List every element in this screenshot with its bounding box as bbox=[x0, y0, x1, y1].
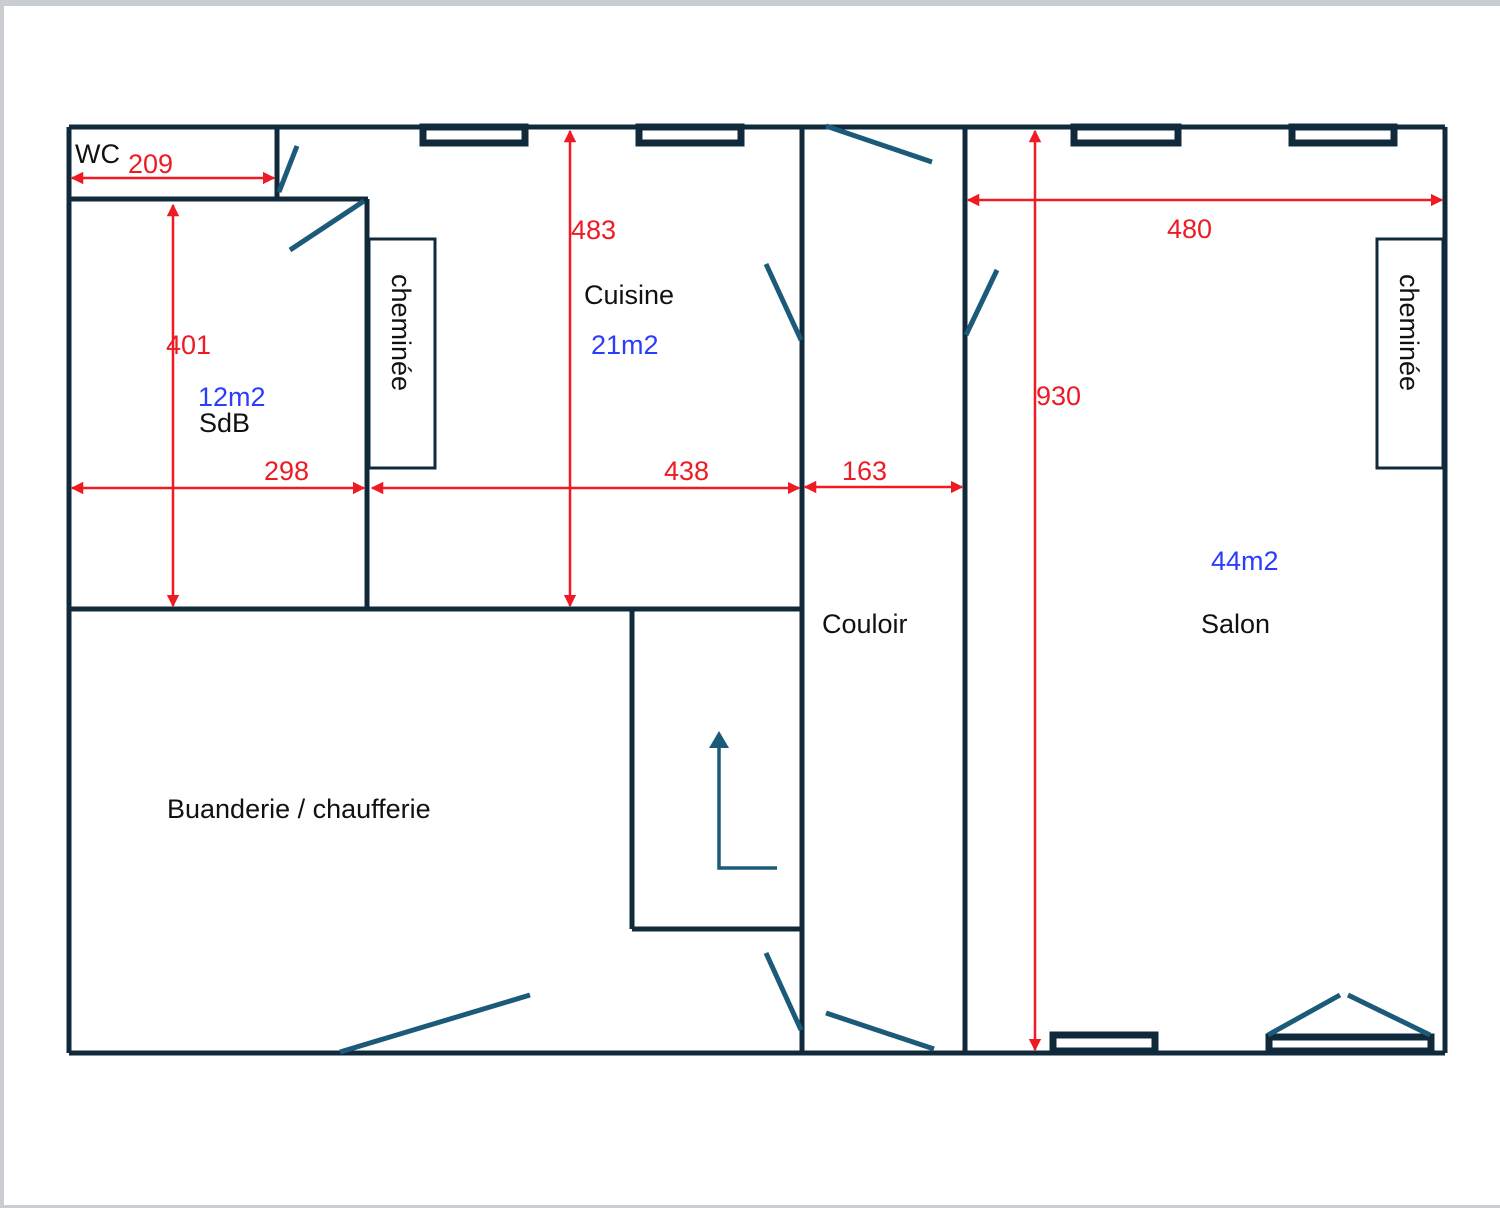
fireplace-cuisine bbox=[367, 237, 437, 470]
dim-label-cuisine-height: 483 bbox=[571, 215, 616, 245]
dim-label-salon-height: 930 bbox=[1036, 381, 1081, 411]
room-area-salon: 44m2 bbox=[1211, 546, 1279, 576]
room-label-sdb: SdB bbox=[199, 408, 250, 438]
door-cuisine-couloir bbox=[763, 262, 804, 342]
door-couloir-bottom bbox=[825, 1010, 935, 1052]
room-label-wc: WC bbox=[75, 139, 120, 169]
window-salon-bottom-1 bbox=[1049, 1031, 1159, 1055]
room-area-cuisine: 21m2 bbox=[591, 330, 659, 360]
room-label-couloir: Couloir bbox=[822, 609, 908, 639]
door-sdb bbox=[288, 198, 366, 253]
dimension-lines bbox=[70, 129, 1444, 1052]
dim-label-sdb-width: 298 bbox=[264, 456, 309, 486]
interior-walls bbox=[69, 127, 968, 1053]
window-salon-bottom-2 bbox=[1265, 1033, 1435, 1055]
room-label-buanderie: Buanderie / chaufferie bbox=[167, 794, 431, 824]
door-couloir-top bbox=[825, 123, 933, 165]
dim-label-couloir-width: 163 bbox=[842, 456, 887, 486]
dim-label-salon-width: 480 bbox=[1167, 214, 1212, 244]
door-salon bbox=[963, 268, 1000, 337]
window-salon-top-2 bbox=[1288, 123, 1398, 147]
door-buanderie-couloir bbox=[763, 951, 804, 1032]
window-cuisine-2 bbox=[635, 123, 745, 147]
dim-label-wc: 209 bbox=[128, 149, 173, 179]
doors bbox=[276, 123, 1432, 1055]
dim-label-cuisine-width: 438 bbox=[664, 456, 709, 486]
room-area-sdb: 12m2 bbox=[198, 382, 266, 412]
window-cuisine-1 bbox=[419, 123, 529, 147]
room-label-cuisine: Cuisine bbox=[584, 280, 674, 310]
door-wc bbox=[276, 145, 300, 193]
arrow-up-icon bbox=[709, 731, 729, 748]
door-salon-french-right bbox=[1346, 992, 1432, 1038]
fireplace-label-salon: cheminée bbox=[1394, 274, 1424, 391]
door-salon-french-left bbox=[1266, 992, 1342, 1038]
stair-arrow bbox=[709, 731, 777, 870]
door-buanderie-bottom bbox=[339, 992, 531, 1055]
room-label-salon: Salon bbox=[1201, 609, 1270, 639]
dim-label-sdb-height: 401 bbox=[166, 330, 211, 360]
fireplace-salon bbox=[1375, 237, 1445, 470]
windows bbox=[419, 123, 1435, 1055]
window-salon-top-1 bbox=[1070, 123, 1182, 147]
outer-walls bbox=[66, 124, 1448, 1056]
fireplace-label-cuisine: cheminée bbox=[386, 274, 416, 391]
